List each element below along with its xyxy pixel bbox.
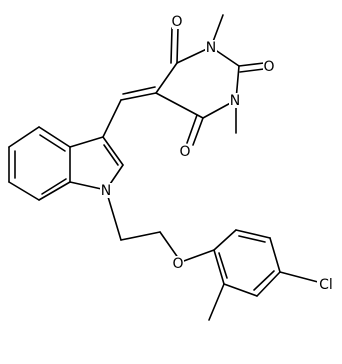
bond bbox=[69, 136, 104, 148]
bond bbox=[8, 181, 40, 201]
bond bbox=[253, 270, 275, 291]
bond bbox=[105, 189, 122, 241]
bond bbox=[155, 92, 204, 119]
oxygen-label-ether: O bbox=[172, 256, 183, 272]
bond bbox=[122, 86, 156, 95]
bond bbox=[176, 27, 179, 64]
bond bbox=[38, 126, 71, 148]
bond bbox=[102, 99, 122, 138]
bond bbox=[239, 68, 265, 73]
bond bbox=[186, 114, 198, 144]
bond bbox=[213, 229, 237, 251]
bond bbox=[103, 144, 119, 166]
bond bbox=[213, 249, 225, 285]
bond bbox=[256, 271, 281, 297]
atom-labels: O N O N O N O Cl bbox=[100, 14, 335, 293]
bond bbox=[235, 229, 271, 239]
bond bbox=[120, 231, 161, 241]
bond bbox=[192, 117, 204, 146]
bond bbox=[8, 126, 40, 148]
chlorine-label: Cl bbox=[319, 277, 333, 293]
bond bbox=[38, 181, 71, 201]
bond bbox=[279, 271, 319, 283]
bond bbox=[170, 27, 173, 64]
nitrogen-label-top: N bbox=[206, 40, 216, 56]
bond bbox=[218, 252, 228, 279]
nitrogen-label-indole: N bbox=[101, 183, 111, 199]
bond bbox=[223, 283, 258, 297]
oxygen-label-lower: O bbox=[179, 144, 190, 160]
bond bbox=[238, 235, 266, 243]
bond bbox=[180, 249, 215, 263]
bond bbox=[102, 136, 124, 166]
bond bbox=[269, 237, 281, 273]
oxygen-label-right: O bbox=[263, 59, 274, 75]
bond bbox=[208, 283, 225, 321]
bond bbox=[41, 178, 67, 195]
bond bbox=[120, 92, 157, 101]
bond bbox=[39, 134, 66, 152]
bond bbox=[155, 62, 178, 94]
oxygen-label-top: O bbox=[171, 14, 182, 30]
nitrogen-label-bottom: N bbox=[230, 93, 240, 109]
bond bbox=[238, 62, 265, 67]
